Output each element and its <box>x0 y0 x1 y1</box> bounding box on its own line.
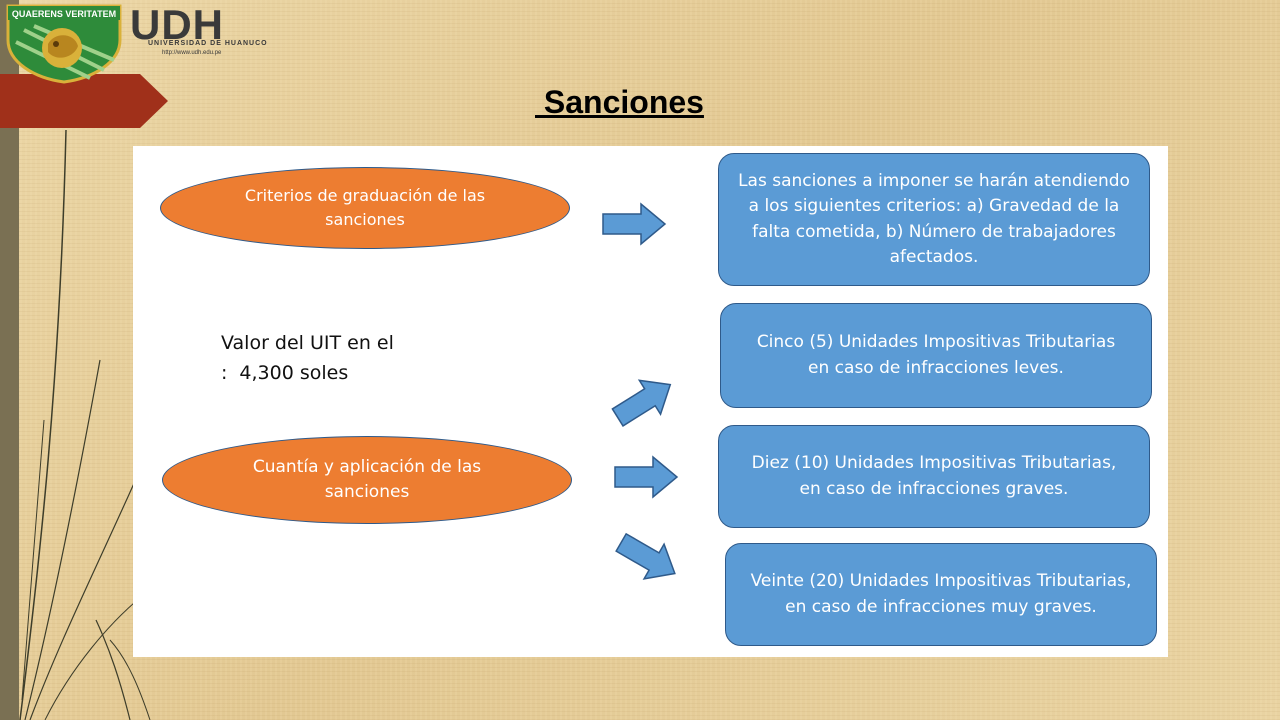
uit-note-colon: : <box>221 362 228 385</box>
box-leves: Cinco (5) Unidades Impositivas Tributari… <box>720 303 1152 408</box>
diagram-panel: Criterios de graduación de las sanciones… <box>133 146 1168 657</box>
brand-name: UDH <box>130 1 224 48</box>
box-criterios-text: Las sanciones a imponer se harán atendie… <box>738 170 1130 268</box>
oval-cuantia: Cuantía y aplicación de las sanciones <box>162 436 572 524</box>
box-muy-graves-text: Veinte (20) Unidades Impositivas Tributa… <box>750 571 1132 617</box>
arrow-criterios <box>602 202 667 246</box>
brand-subtitle: UNIVERSIDAD DE HUANUCO <box>148 40 268 47</box>
brand-url: http://www.udh.edu.pe <box>162 50 222 56</box>
left-sidebar-bar <box>0 0 19 720</box>
arrow-graves <box>614 455 679 499</box>
uit-note-value-line: :4,300 soles <box>221 358 394 388</box>
oval-criterios-label: Criterios de graduación de las sanciones <box>244 186 486 229</box>
slide-title: Sanciones <box>535 84 704 120</box>
box-graves-text: Diez (10) Unidades Impositivas Tributari… <box>751 453 1117 499</box>
uit-note: Valor del UIT en el :4,300 soles <box>221 328 394 389</box>
oval-criterios: Criterios de graduación de las sanciones <box>160 167 570 249</box>
box-graves: Diez (10) Unidades Impositivas Tributari… <box>718 425 1150 528</box>
arrow-muy-graves <box>615 532 676 580</box>
uit-note-line1: Valor del UIT en el <box>221 332 394 354</box>
box-leves-text: Cinco (5) Unidades Impositivas Tributari… <box>756 332 1116 378</box>
box-criterios: Las sanciones a imponer se harán atendie… <box>718 153 1150 286</box>
oval-cuantia-label: Cuantía y aplicación de las sanciones <box>252 456 482 503</box>
university-shield-logo: QUAERENS VERITATEM <box>6 4 122 84</box>
accent-tab <box>0 74 168 128</box>
arrow-leves <box>611 379 672 427</box>
logo-motto: QUAERENS VERITATEM <box>12 9 116 19</box>
uit-note-value: 4,300 soles <box>239 362 349 385</box>
box-muy-graves: Veinte (20) Unidades Impositivas Tributa… <box>725 543 1157 646</box>
